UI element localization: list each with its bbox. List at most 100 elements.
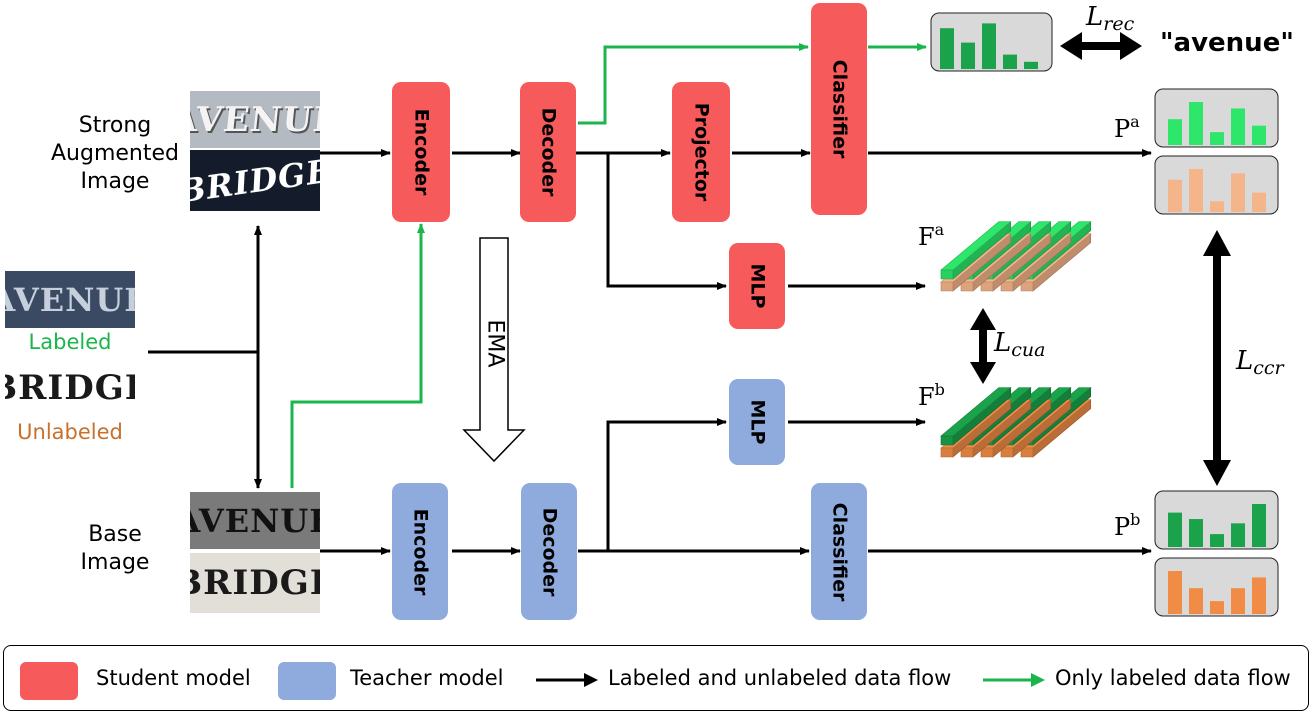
teacher-mlp-block: MLP <box>729 379 785 465</box>
student-classifier-label: Classifier <box>828 59 850 159</box>
ema-arrow <box>462 237 526 463</box>
pa-unlabeled-bar-2 <box>1189 169 1203 212</box>
teacher-encoder-block: Encoder <box>392 483 448 620</box>
fa-unlabeled-3-front <box>980 281 994 292</box>
pb-unlabeled-bar-3 <box>1210 601 1224 614</box>
pa-bar-4 <box>1231 108 1245 145</box>
student-projector-block: Projector <box>672 82 730 222</box>
pa-sup: a <box>1130 112 1140 131</box>
legend-green-arrow-icon <box>983 673 1045 687</box>
strong-label-line2: Augmented <box>51 141 179 166</box>
teacher-classifier-block: Classifier <box>811 483 867 620</box>
student-mlp-block: MLP <box>729 243 785 329</box>
legend-black-arrow-icon <box>536 673 598 687</box>
strong-aug-avenue-image: AVENUE <box>190 91 320 148</box>
unlabeled-text: Unlabeled <box>17 420 123 444</box>
pb-unlabeled-bar-2 <box>1189 588 1203 614</box>
bar-panel-rec <box>930 12 1053 72</box>
teacher-encoder-label: Encoder <box>409 508 431 595</box>
base-image-label: Base Image <box>70 521 160 577</box>
loss-ccr-arrow <box>1203 230 1231 486</box>
student-classifier-block: Classifier <box>811 3 867 215</box>
student-encoder-label: Encoder <box>410 108 432 196</box>
legend: Student model Teacher model Labeled and … <box>3 645 1309 711</box>
pa-label: Pa <box>1114 112 1140 143</box>
arrow-decoder-to-mlp-student <box>606 153 727 290</box>
teacher-mlp-label: MLP <box>745 399 768 445</box>
pb-bar-5 <box>1252 504 1266 547</box>
rec-bar-4 <box>1003 54 1017 69</box>
student-decoder-label: Decoder <box>537 107 559 197</box>
student-decoder-block: Decoder <box>520 82 576 222</box>
fa-unlabeled-1-front <box>940 281 954 292</box>
input-avenue-image: AVENUE <box>5 271 135 328</box>
arrow-base-to-student-encoder <box>290 223 425 488</box>
feature-tensor-a <box>940 220 1092 292</box>
target-avenue-text: "avenue" <box>1160 28 1294 58</box>
input-bridge-word: BRIDGE <box>5 367 135 408</box>
legend-all-flow-label: Labeled and unlabeled data flow <box>608 666 952 690</box>
arrow-t-decoder-to-mlp <box>606 418 727 551</box>
base-bridge-image: BRIDGE <box>190 553 320 613</box>
loss-ccr-label: Lccr <box>1236 346 1284 379</box>
pb-unlabeled-bar-1 <box>1168 571 1182 614</box>
fa-labeled-1-front <box>940 269 954 280</box>
loss-cua-arrow <box>970 308 996 384</box>
student-projector-label: Projector <box>690 102 712 202</box>
strong-augmented-image-label: Strong Augmented Image <box>51 112 179 196</box>
green-arrows <box>290 43 927 488</box>
fb-unlabeled-1-front <box>940 447 954 458</box>
loss-cua-sub: cua <box>1011 339 1046 361</box>
fa-sup: a <box>934 220 945 239</box>
strong-aug-avenue-word: AVENUE <box>190 99 320 140</box>
teacher-decoder-label: Decoder <box>538 507 560 596</box>
loss-rec-label: Lrec <box>1086 2 1135 35</box>
fb-labeled-1-front <box>940 435 954 446</box>
fb-label: Fb <box>918 380 945 411</box>
pb-sup: b <box>1130 510 1141 529</box>
pb-label: Pb <box>1114 510 1141 541</box>
rec-bar-5 <box>1024 61 1038 69</box>
legend-student-swatch <box>20 662 78 700</box>
loss-rec-sub: rec <box>1103 13 1135 35</box>
pb-bar-3 <box>1210 534 1224 547</box>
fb-sup: b <box>934 380 945 399</box>
teacher-classifier-label: Classifier <box>828 502 850 601</box>
fa-unlabeled-2-front <box>960 281 974 292</box>
legend-teacher-swatch <box>278 662 336 700</box>
pb-bar-4 <box>1231 523 1245 547</box>
base-label-line1: Base <box>88 522 142 547</box>
pa-unlabeled-bar-4 <box>1231 173 1245 212</box>
pa-bar-2 <box>1189 102 1203 145</box>
base-label-line2: Image <box>80 550 150 575</box>
pa-unlabeled-bar-5 <box>1252 192 1266 212</box>
legend-labeled-flow-label: Only labeled data flow <box>1055 666 1291 690</box>
pb-unlabeled-bar-4 <box>1231 588 1245 614</box>
rec-bar-2 <box>961 42 975 69</box>
student-mlp-label: MLP <box>745 263 768 309</box>
labeled-text: Labeled <box>28 330 112 354</box>
pb-bar-2 <box>1189 519 1203 547</box>
strong-label-line3: Image <box>80 169 150 194</box>
student-encoder-block: Encoder <box>392 82 450 222</box>
teacher-decoder-block: Decoder <box>521 483 577 620</box>
loss-arrows <box>970 32 1231 486</box>
base-avenue-image: AVENUE <box>190 492 320 549</box>
pa-unlabeled-bar-3 <box>1210 201 1224 212</box>
rec-bar-1 <box>940 28 954 69</box>
pa-unlabeled-bar-1 <box>1168 179 1182 212</box>
loss-cua-label: Lcua <box>994 328 1046 361</box>
fa-label: Fa <box>918 220 945 251</box>
base-avenue-word: AVENUE <box>190 501 320 540</box>
fa-unlabeled-4-front <box>1000 281 1014 292</box>
strong-aug-bridge-word: BRIDGE <box>190 150 320 211</box>
fa-unlabeled-5-front <box>1020 281 1034 292</box>
strong-label-line1: Strong <box>78 113 152 138</box>
loss-rec-arrow <box>1060 32 1142 60</box>
legend-teacher-label: Teacher model <box>350 666 504 690</box>
legend-student-label: Student model <box>96 666 251 690</box>
ema-label: EMA <box>482 319 508 368</box>
strong-aug-bridge-image: BRIDGE <box>190 150 320 211</box>
fb-unlabeled-4-front <box>1000 447 1014 458</box>
